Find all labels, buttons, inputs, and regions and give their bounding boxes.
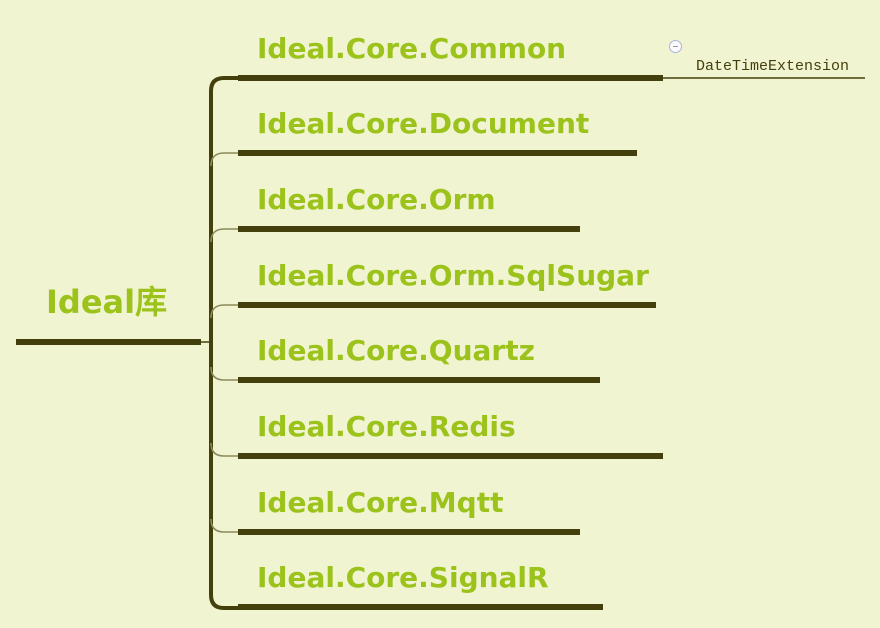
elbow-sqlsugar (210, 304, 240, 319)
minus-circle-icon[interactable] (669, 40, 682, 53)
elbow-document (210, 152, 240, 167)
node-ideal-core-signalr[interactable]: Ideal.Core.SignalR (257, 561, 549, 594)
branch-bracket (209, 76, 240, 610)
node-ideal-core-orm[interactable]: Ideal.Core.Orm (257, 183, 496, 216)
elbow-orm (210, 228, 240, 243)
minus-bar (673, 46, 678, 47)
node-root-ideal[interactable]: Ideal库 (46, 283, 168, 321)
node-ideal-core-common[interactable]: Ideal.Core.Common (257, 32, 567, 65)
elbow-mqtt (210, 518, 240, 533)
node-ideal-core-document[interactable]: Ideal.Core.Document (257, 107, 590, 140)
node-ideal-core-quartz[interactable]: Ideal.Core.Quartz (257, 334, 535, 367)
elbow-quartz (210, 366, 240, 381)
node-ideal-core-orm-sqlsugar[interactable]: Ideal.Core.Orm.SqlSugar (257, 259, 649, 292)
node-ideal-core-redis[interactable]: Ideal.Core.Redis (257, 410, 516, 443)
node-datetimeextension[interactable]: DateTimeExtension (696, 58, 850, 75)
elbow-redis (210, 442, 240, 457)
node-ideal-core-mqtt[interactable]: Ideal.Core.Mqtt (257, 486, 504, 519)
